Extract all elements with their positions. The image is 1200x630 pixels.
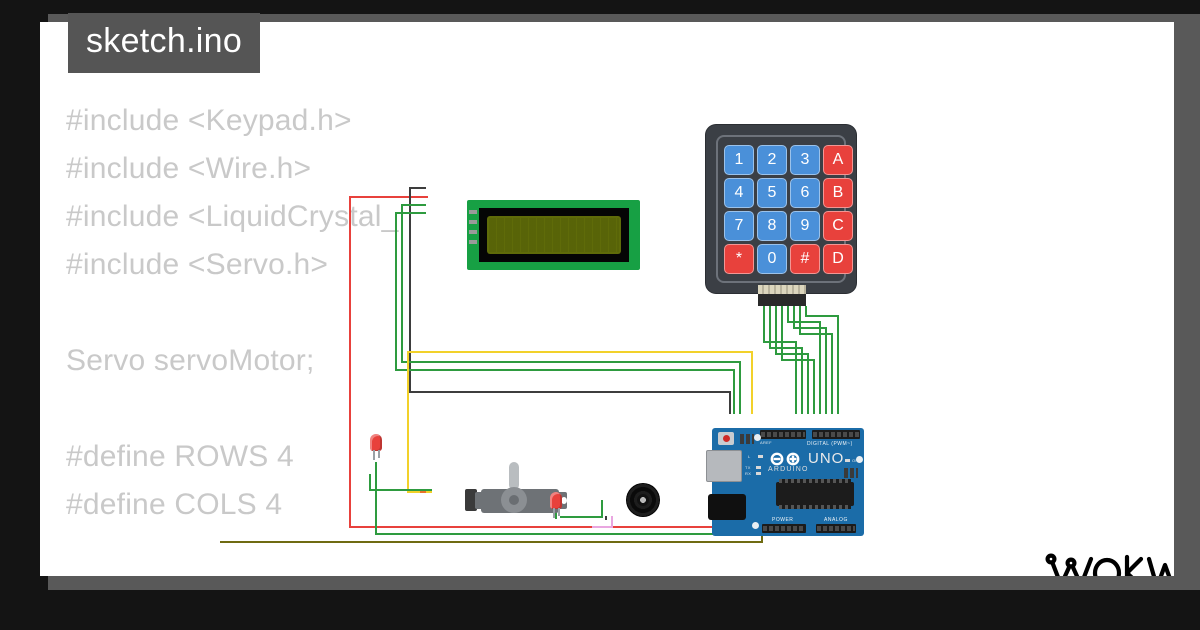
rx-led	[756, 472, 761, 475]
keypad-key-b[interactable]: B	[823, 178, 853, 208]
code-listing: #include <Keypad.h> #include <Wire.h> #i…	[66, 104, 399, 521]
digital-header-high[interactable]	[760, 430, 806, 439]
usb-connector	[706, 450, 742, 482]
l-led-label: L	[748, 454, 751, 459]
rx-led-label: RX	[745, 471, 752, 476]
keypad-bezel	[716, 135, 846, 283]
keypad-key-8[interactable]: 8	[757, 211, 787, 241]
led-lead-cathode	[558, 508, 560, 516]
diagram-canvas[interactable]: #include <Keypad.h> #include <Wire.h> #i…	[40, 22, 1174, 576]
lcd-pin-sda	[469, 230, 477, 234]
power-label: POWER	[772, 517, 794, 523]
on-led	[845, 459, 850, 462]
keypad-key-grid[interactable]: 1 2 3 A 4 5 6 B 7 8 9 C * 0 # D	[724, 145, 853, 274]
lcd-pin-header	[469, 210, 477, 244]
bottom-strip	[48, 576, 1200, 590]
power-header[interactable]	[762, 524, 806, 533]
icsp2-header	[740, 434, 754, 444]
arduino-infinity-logo	[770, 452, 800, 466]
led-bulb	[550, 492, 562, 509]
keypad-key-a[interactable]: A	[823, 145, 853, 175]
keypad-key-7[interactable]: 7	[724, 211, 754, 241]
file-tab-sketch-ino[interactable]: sketch.ino	[68, 13, 261, 73]
reset-button[interactable]	[718, 432, 734, 445]
lcd-character-grid	[489, 218, 619, 252]
keypad-key-c[interactable]: C	[823, 211, 853, 241]
tx-led	[756, 466, 761, 469]
arduino-uno-board[interactable]: DIGITAL (PWM~) AREF POWER ANALOG UNO ARD…	[706, 428, 864, 536]
right-strip	[1174, 14, 1200, 590]
keypad-key-2[interactable]: 2	[757, 145, 787, 175]
keypad-key-hash[interactable]: #	[790, 244, 820, 274]
keypad-key-4[interactable]: 4	[724, 178, 754, 208]
keypad-key-5[interactable]: 5	[757, 178, 787, 208]
buzzer[interactable]	[626, 483, 660, 517]
lcd1602-display[interactable]	[467, 200, 640, 270]
analog-header[interactable]	[816, 524, 856, 533]
led-lead-anode	[553, 508, 555, 518]
keypad-connector	[758, 294, 806, 306]
led-red-1[interactable]	[370, 434, 382, 460]
wire-layer	[220, 187, 839, 543]
servo-horn	[509, 462, 519, 490]
servo-motor[interactable]	[475, 462, 567, 516]
mount-hole-bl	[752, 522, 759, 529]
analog-label: ANALOG	[824, 517, 848, 523]
lcd-screen	[487, 216, 621, 254]
board-name: UNO	[808, 450, 845, 467]
led-bulb	[370, 434, 382, 451]
wokwi-logo	[1045, 547, 1174, 576]
led-red-2[interactable]	[550, 492, 562, 518]
lcd-pin-vcc	[469, 220, 477, 224]
aref-label: AREF	[760, 440, 772, 445]
keypad-key-star[interactable]: *	[724, 244, 754, 274]
keypad-key-6[interactable]: 6	[790, 178, 820, 208]
servo-connector	[465, 489, 477, 511]
keypad-key-9[interactable]: 9	[790, 211, 820, 241]
keypad-pin-strip	[758, 285, 806, 295]
keypad-key-3[interactable]: 3	[790, 145, 820, 175]
icsp-header	[844, 468, 858, 478]
digital-header-label: DIGITAL (PWM~)	[807, 441, 853, 447]
atmega-chip	[776, 479, 854, 509]
keypad-key-d[interactable]: D	[823, 244, 853, 274]
tx-led-label: TX	[745, 465, 751, 470]
keypad-key-1[interactable]: 1	[724, 145, 754, 175]
mount-hole-tr	[856, 456, 863, 463]
arduino-wordmark: ARDUINO	[768, 466, 809, 473]
led-lead-anode	[373, 450, 375, 460]
digital-header-low[interactable]	[812, 430, 860, 439]
membrane-keypad[interactable]: 1 2 3 A 4 5 6 B 7 8 9 C * 0 # D	[706, 125, 856, 293]
power-jack	[708, 494, 746, 520]
servo-hub	[501, 487, 527, 513]
wokwi-logo-mark	[1045, 553, 1174, 576]
l-led	[758, 455, 763, 458]
lcd-pin-gnd	[469, 210, 477, 214]
on-led-label: ON	[852, 458, 859, 463]
led-lead-cathode	[378, 450, 380, 458]
mount-hole-tl	[754, 434, 761, 441]
lcd-bezel	[479, 208, 629, 262]
lcd-pin-scl	[469, 240, 477, 244]
keypad-key-0[interactable]: 0	[757, 244, 787, 274]
